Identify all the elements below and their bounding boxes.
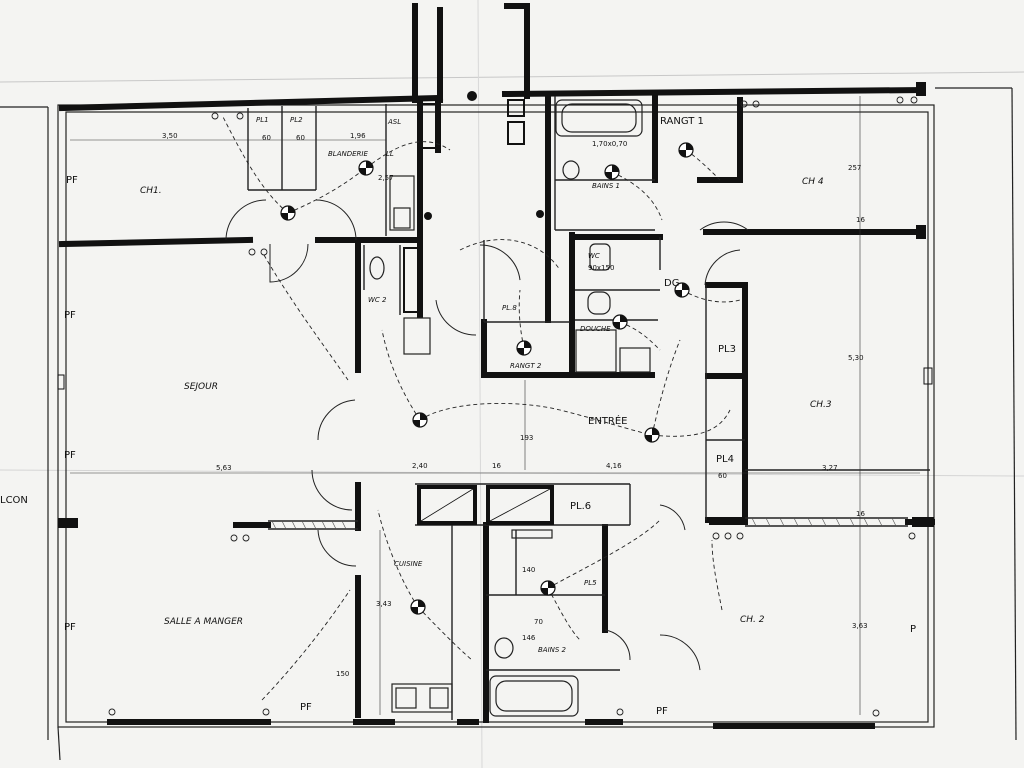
room-labels: CH1. BLANDERIE PL1 PL2 ASL LL BAINS 1 RA… [0, 116, 916, 717]
room-label-blanderie: BLANDERIE [328, 150, 368, 158]
dim-label: 3,50 [162, 132, 178, 140]
washbasin-1 [562, 160, 580, 180]
laundry-sink [403, 317, 431, 355]
room-label-pl6: PL.6 [570, 501, 591, 512]
light-icon [604, 164, 620, 180]
hatched-partitions [271, 517, 897, 530]
shower-basin [619, 347, 651, 373]
room-label-ch3: CH.3 [810, 400, 832, 410]
dim-label: 16 [856, 510, 865, 518]
fixtures [369, 99, 651, 717]
dim-label: 193 [520, 434, 533, 442]
dim-label: 16 [492, 462, 501, 470]
dim-label: 60 [718, 472, 727, 480]
light-icon [410, 599, 426, 615]
dim-label: 60 [262, 134, 271, 142]
room-label-salle-a-manger: SALLE A MANGER [164, 617, 243, 627]
room-label-rangt2: RANGT 2 [510, 362, 542, 370]
dimension-lines [70, 96, 920, 715]
dim-label: 3,43 [376, 600, 392, 608]
light-icon [280, 205, 296, 221]
dim-label: 1,70x0,70 [592, 140, 627, 148]
room-label-pl4: PL4 [716, 454, 734, 465]
room-label-pl3: PL3 [718, 344, 736, 355]
dim-label: 60 [296, 134, 305, 142]
dim-label: 140 [522, 566, 535, 574]
socket-icon [424, 212, 432, 220]
dim-label: 146 [522, 634, 536, 642]
light-icon [612, 314, 628, 330]
pf-label: PF [64, 450, 76, 461]
pf-label: PF [64, 622, 76, 633]
bathtub-1 [555, 99, 643, 137]
room-label-cuisine: CUISINE [394, 560, 423, 568]
bathtub-2 [489, 675, 579, 717]
room-label-entree: ENTRÉE [588, 414, 628, 427]
dim-label: 2,40 [412, 462, 428, 470]
shower-tray [575, 329, 617, 373]
pf-label: PF [656, 706, 668, 717]
outer-boundary [0, 87, 1017, 761]
room-label-dg: DG [664, 278, 679, 289]
room-label-wc: WC [588, 252, 600, 260]
outlet-markers [108, 96, 918, 717]
wc-3 [369, 256, 385, 280]
pf-label: PF [300, 702, 312, 713]
light-icon [644, 427, 660, 443]
ducts [403, 99, 554, 525]
dim-label: 16 [856, 216, 865, 224]
room-label-ch4: CH 4 [802, 177, 824, 187]
dim-label: 90x150 [588, 264, 614, 272]
washbasin-2 [494, 637, 514, 659]
dimension-labels: 3,50 60 60 1,96 2,57 257 16 5,30 5,63 2,… [162, 132, 868, 678]
dim-label: 3,27 [822, 464, 838, 472]
p-label: P [910, 624, 916, 635]
room-label-ch1: CH1. [140, 186, 162, 196]
room-label-pl2: PL2 [290, 116, 303, 124]
socket-icon [467, 91, 477, 101]
pf-label: PF [66, 175, 78, 186]
window-markers [57, 82, 934, 528]
sink-ll [389, 175, 415, 231]
walls [58, 3, 935, 729]
dim-label: 1,96 [350, 132, 366, 140]
room-label-bains2: BAINS 2 [538, 646, 567, 654]
socket-icon [536, 210, 544, 218]
room-label-sejour: SEJOUR [184, 382, 218, 392]
light-icon [540, 580, 556, 596]
dim-label: 5,63 [216, 464, 232, 472]
room-label-wc2: WC 2 [368, 296, 387, 304]
dim-label: 3,63 [852, 622, 868, 630]
light-icon [674, 282, 690, 298]
room-label-asl: ASL [387, 118, 401, 126]
room-label-balcon: LCON [0, 495, 28, 506]
light-icon [516, 340, 532, 356]
kitchen-sink [391, 683, 453, 713]
dim-label: 70 [534, 618, 543, 626]
wiring [221, 114, 741, 701]
room-label-pl1: PL1 [256, 116, 269, 124]
light-icon [412, 412, 428, 428]
room-label-pl5: PL5 [584, 579, 597, 587]
room-label-douche: DOUCHE [580, 325, 611, 333]
dim-label: 5,30 [848, 354, 864, 362]
dim-label: 2,57 [378, 174, 394, 182]
room-label-ch2: CH. 2 [740, 615, 765, 625]
wc-1 [589, 243, 611, 271]
dim-label: 4,16 [606, 462, 622, 470]
room-label-bains1: BAINS 1 [592, 182, 620, 190]
wc-2 [587, 291, 611, 315]
door-swings [225, 199, 749, 671]
light-icon [358, 160, 374, 176]
room-label-rangt1: RANGT 1 [660, 116, 704, 127]
light-fixtures [280, 91, 694, 615]
dim-label: 257 [848, 164, 861, 172]
dim-label: 150 [336, 670, 349, 678]
light-icon [678, 142, 694, 158]
room-label-pl8: PL.8 [502, 304, 517, 312]
pf-label: PF [64, 310, 76, 321]
room-label-ll: LL [386, 150, 394, 158]
